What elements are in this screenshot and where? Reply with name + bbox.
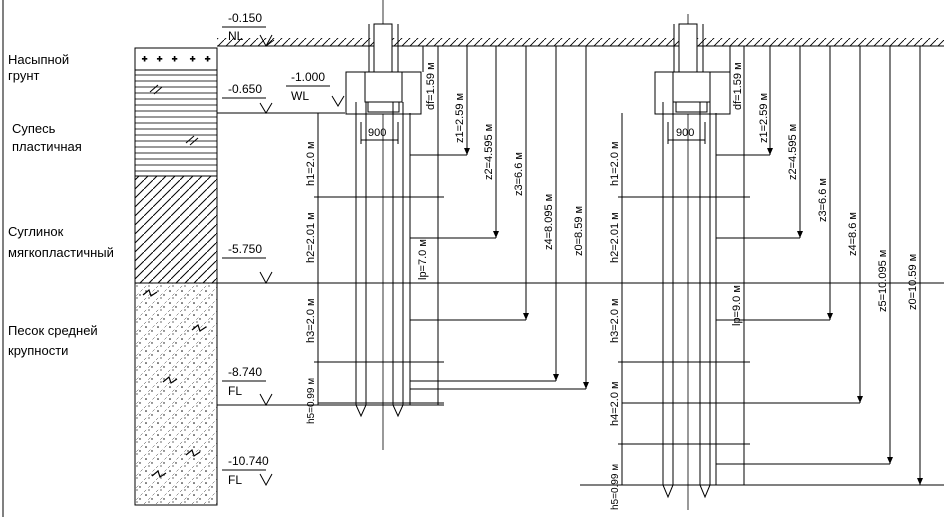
svg-text:+: + <box>205 54 210 64</box>
pile-2-point-lines <box>622 154 920 486</box>
level-nl-tag: NL <box>228 29 244 43</box>
pile-1-z1-label: z1=2.59 м <box>454 93 466 143</box>
pile-2-h1-label: h1=2.0 м <box>609 141 621 186</box>
pile-2-df-label: df=1.59 м <box>732 62 744 110</box>
pile-2-h2-label: h2=2.01 м <box>609 212 621 263</box>
sand-soil <box>134 282 218 506</box>
pile-2-z1-label: z1=2.59 м <box>758 93 770 143</box>
pile-1-cap <box>345 71 422 115</box>
svg-text:+: + <box>172 54 177 64</box>
pile-1-width-label: 900 <box>368 127 386 139</box>
level-fl2-value: -10.740 <box>228 454 269 468</box>
pile-2-lp-label: lp=9.0 м <box>731 285 743 326</box>
pile-2: 900 <box>609 14 923 510</box>
level-fl1-value: -8.740 <box>228 365 262 379</box>
pile-2-z2-label: z2=4.595 м <box>787 124 799 180</box>
level-marker-layer3: -5.750 <box>222 242 273 285</box>
pile-1-h-ticks <box>314 196 322 363</box>
pile-2-z0-label: z0=10.59 м <box>907 254 919 310</box>
level-marker-fl2: -10.740 FL <box>222 454 273 487</box>
soil-3-line1: Суглинок <box>8 224 64 239</box>
level-layer3-value: -5.750 <box>228 242 262 256</box>
svg-text:+: + <box>157 54 162 64</box>
pile-1-piles <box>355 102 404 418</box>
pile-1-df-label: df=1.59 м <box>425 62 437 110</box>
pile-2-piles <box>662 102 711 499</box>
pile-2-z5-label: z5=10.095 м <box>877 250 889 312</box>
level-fl2-tag: FL <box>228 473 242 487</box>
pile-2-width-dimension <box>667 122 706 144</box>
loam-soil <box>134 175 218 284</box>
soil-2-line1: Супесь <box>12 121 56 136</box>
level-marker-base: -0.650 <box>222 82 273 114</box>
soil-names: Насыпной грунт Супесь пластичная Суглино… <box>8 52 114 358</box>
pile-1-depth-arrows <box>464 148 589 389</box>
soil-4-line1: Песок средней <box>8 323 98 338</box>
pile-1-h3-label: h3=2.0 м <box>305 298 317 343</box>
level-marker-wl: -1.000 WL <box>286 70 345 107</box>
fill-soil-markers: + + + + + <box>142 54 211 65</box>
svg-text:+: + <box>142 54 147 64</box>
soil-1-line2: грунт <box>8 68 40 83</box>
pile-1-lp-label: lp=7.0 м <box>417 239 429 280</box>
ground-surface <box>217 38 944 47</box>
pile-1-point-lines <box>318 154 586 404</box>
pile-1-h1-label: h1=2.0 м <box>305 141 317 186</box>
level-marker-nl: -0.150 NL <box>222 11 286 48</box>
level-nl-value: -0.150 <box>228 11 262 25</box>
layer-boundaries <box>217 112 944 486</box>
pile-2-h-ticks <box>618 196 626 445</box>
pile-1-z3-label: z3=6.6 м <box>513 152 525 196</box>
sand-grain-marks <box>142 288 207 478</box>
pile-2-z4-label: z4=8.6 м <box>847 212 859 256</box>
level-fl1-tag: FL <box>228 384 242 398</box>
level-wl-tag: WL <box>291 89 309 103</box>
soil-1-line1: Насыпной <box>8 52 69 67</box>
pile-2-h3-label: h3=2.0 м <box>609 298 621 343</box>
level-marker-fl1: -8.740 FL <box>222 365 273 407</box>
pile-1-column <box>368 0 399 450</box>
pile-1-z0-label: z0=8.59 м <box>573 206 585 256</box>
svg-text:+: + <box>190 54 195 64</box>
pile-1-z4-label: z4=8.095 м <box>543 194 555 250</box>
soil-3-line2: мягкопластичный <box>8 245 114 260</box>
pile-2-h5-label: h5=0.99 м <box>610 464 621 510</box>
level-base-value: -0.650 <box>228 82 262 96</box>
pile-1-h5-label: h5=0.99 м <box>306 378 317 424</box>
pile-1-z2-label: z2=4.595 м <box>483 124 495 180</box>
supes-soil <box>134 69 218 177</box>
pile-1-width-dimension <box>360 122 399 144</box>
level-wl-value: -1.000 <box>291 70 325 84</box>
pile-2-cap <box>654 71 731 115</box>
pile-2-depth-lines <box>729 46 921 485</box>
pile-1: 900 <box>305 0 589 450</box>
pile-2-width-label: 900 <box>676 127 694 139</box>
soil-4-line2: крупности <box>8 343 68 358</box>
soil-column: + + + + + <box>134 47 218 506</box>
pile-2-depth-arrows <box>767 148 923 485</box>
pile-1-h2-label: h2=2.01 м <box>305 212 317 263</box>
soil-2-line2: пластичная <box>12 139 82 154</box>
pile-1-depth-lines <box>422 46 587 405</box>
root-marks <box>149 84 199 146</box>
pile-2-h4-label: h4=2.0 м <box>609 381 621 426</box>
pile-2-z3-label: z3=6.6 м <box>817 178 829 222</box>
